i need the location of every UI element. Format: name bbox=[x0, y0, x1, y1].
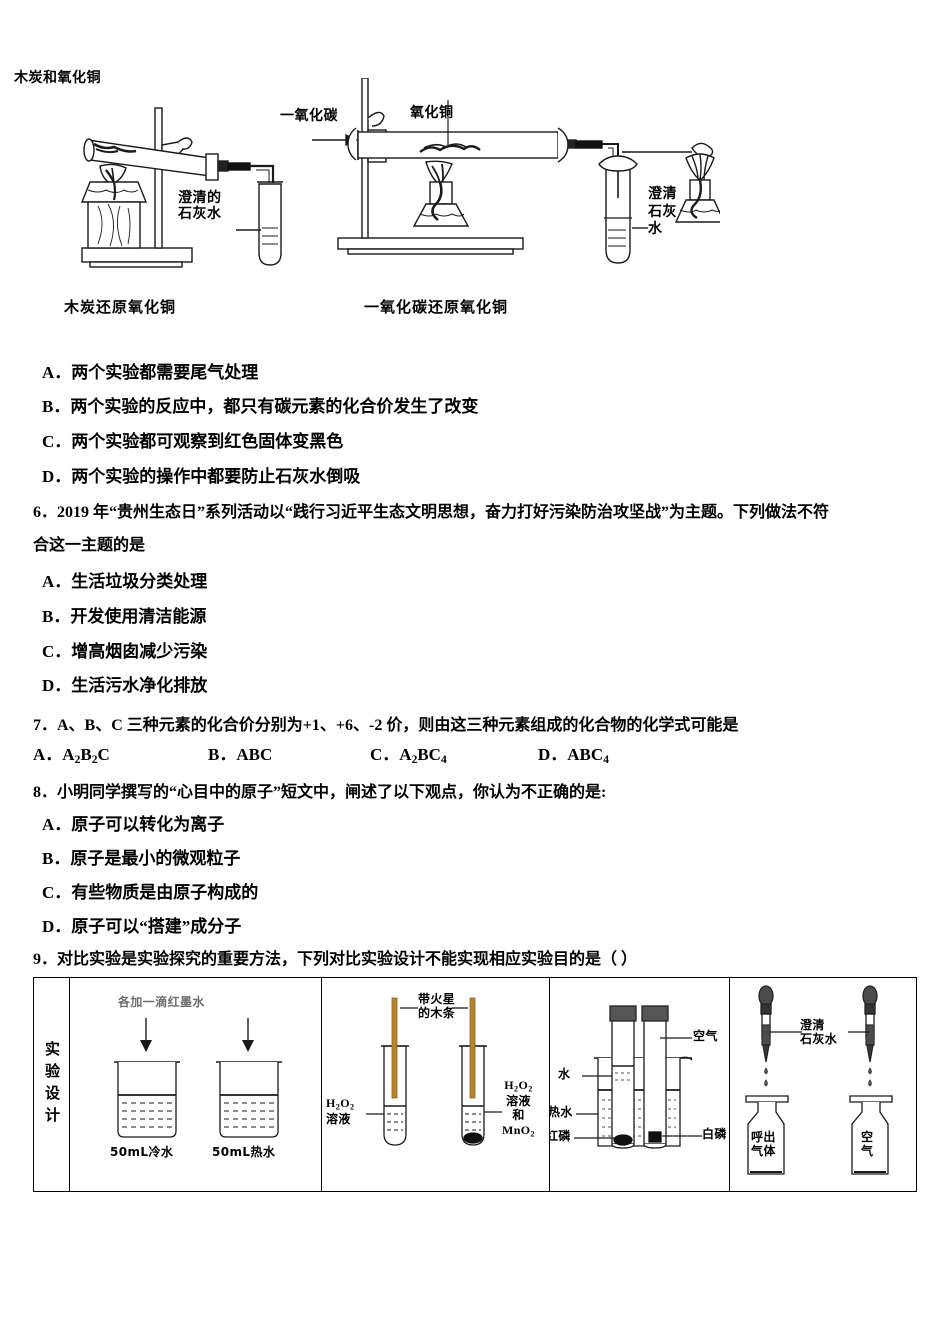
q8-option-a-letter: A． bbox=[42, 815, 72, 834]
q5-option-c-text: 两个实验都可观察到红色固体变黑色 bbox=[71, 432, 344, 451]
beakers-left-caption: 50mL冷水 bbox=[110, 1145, 174, 1159]
q7-option-c-formula: A2BC4 bbox=[399, 745, 447, 767]
air-label: 空气 bbox=[693, 1029, 718, 1043]
q8-option-c: C．有些物质是由原子构成的 bbox=[42, 878, 258, 903]
h2o2-tubes-drawing bbox=[366, 997, 502, 1146]
table-row-header: 实验设计 bbox=[34, 978, 70, 1191]
q6-stem-line2: 合这一主题的是 bbox=[33, 537, 146, 554]
q6-option-b: B．开发使用清洁能源 bbox=[42, 602, 206, 627]
h2o2-right-label: H2O2 溶液 和 MnO2 bbox=[502, 1078, 536, 1139]
q7-option-a-letter: A． bbox=[33, 745, 63, 764]
beakers-right-caption: 50mL热水 bbox=[212, 1145, 276, 1159]
q8-option-b: B．原子是最小的微观粒子 bbox=[42, 844, 240, 869]
apparatus-figures: 木炭和氧化铜 澄清的 石灰水 木炭还原氧化铜 bbox=[0, 70, 950, 328]
q7-option-b-letter: B． bbox=[208, 745, 237, 764]
q6-option-c-letter: C． bbox=[42, 642, 72, 661]
limewater-dropper-label: 澄清石灰水 bbox=[800, 1018, 838, 1047]
beakers-drawing bbox=[114, 1018, 282, 1138]
q7-option-d-formula: ABC4 bbox=[567, 745, 609, 767]
figure-left-limewater-label: 澄清的 石灰水 bbox=[178, 190, 222, 223]
q7-option-d-letter: D． bbox=[538, 745, 568, 764]
hot-water-label: 热水 bbox=[550, 1105, 573, 1119]
q6-option-c: C．增高烟囱减少污染 bbox=[42, 637, 207, 662]
q6-option-d: D．生活污水净化排放 bbox=[42, 671, 207, 696]
figure-right-solid-label: 氧化铜 bbox=[410, 105, 454, 121]
q7-option-a: A．A2B2C bbox=[33, 740, 110, 766]
q5-option-d-letter: D． bbox=[42, 467, 72, 486]
q8-option-d-text: 原子可以“搭建”成分子 bbox=[71, 917, 242, 936]
water-label: 水 bbox=[558, 1067, 571, 1081]
q7-option-b-formula: ABC bbox=[236, 745, 273, 764]
figure-charcoal-reduction: 木炭和氧化铜 澄清的 石灰水 木炭还原氧化铜 bbox=[14, 70, 320, 316]
q8-option-b-letter: B． bbox=[42, 849, 71, 868]
q6-stem-line1: 6．2019 年“贵州生态日”系列活动以“践行习近平生态文明思想，奋力打好污染防… bbox=[33, 504, 830, 521]
table-row-header-label: 实验设计 bbox=[43, 1040, 61, 1129]
q8-option-b-text: 原子是最小的微观粒子 bbox=[70, 849, 241, 868]
q6-option-a-text: 生活垃圾分类处理 bbox=[71, 572, 208, 591]
table-cell-beakers: 各加一滴红墨水 bbox=[70, 978, 322, 1191]
q6-option-b-letter: B． bbox=[42, 607, 71, 626]
figure-right-limewater-label: 澄清 石灰 水 bbox=[648, 186, 677, 237]
q5-option-d-text: 两个实验的操作中都要防止石灰水倒吸 bbox=[71, 467, 361, 486]
q6-option-d-text: 生活污水净化排放 bbox=[71, 676, 208, 695]
q7-option-b: B．ABC bbox=[208, 740, 272, 765]
co-apparatus-drawing bbox=[312, 78, 720, 264]
q5-option-c: C．两个实验都可观察到红色固体变黑色 bbox=[42, 427, 343, 452]
figure-right-gas-label: 一氧化碳 bbox=[280, 108, 338, 124]
q5-option-c-letter: C． bbox=[42, 432, 72, 451]
q8-stem: 8．小明同学撰写的“心目中的原子”短文中，闸述了以下观点，你认为不正确的是: bbox=[33, 784, 607, 801]
white-phosphorus-label: 白磷 bbox=[702, 1127, 727, 1141]
q5-option-b-letter: B． bbox=[42, 397, 71, 416]
q7-option-c: C．A2BC4 bbox=[370, 740, 447, 766]
figure-right-caption: 一氧化碳还原氧化铜 bbox=[364, 298, 509, 316]
q5-option-d: D．两个实验的操作中都要防止石灰水倒吸 bbox=[42, 462, 360, 487]
phosphorus-drawing bbox=[574, 1005, 702, 1149]
q7-stem: 7．A、B、C 三种元素的化合价分别为+1、+6、-2 价，则由这三种元素组成的… bbox=[33, 717, 739, 734]
q8-option-d: D．原子可以“搭建”成分子 bbox=[42, 912, 241, 937]
figure-left-top-label: 木炭和氧化铜 bbox=[14, 70, 101, 86]
q8-option-a-text: 原子可以转化为离子 bbox=[71, 815, 225, 834]
table-cell-phosphorus: 水 热水 红磷 空气 白磷 bbox=[550, 978, 730, 1191]
table-cell-gas-bottles: 澄清石灰水 呼出气体 空气 bbox=[730, 978, 916, 1191]
q5-option-b: B．两个实验的反应中，都只有碳元素的化合价发生了改变 bbox=[42, 392, 478, 417]
q5-option-b-text: 两个实验的反应中，都只有碳元素的化合价发生了改变 bbox=[70, 397, 479, 416]
air-bottle-label: 空气 bbox=[861, 1130, 874, 1159]
q6-option-a: A．生活垃圾分类处理 bbox=[42, 567, 207, 592]
q6-option-b-text: 开发使用清洁能源 bbox=[70, 607, 207, 626]
q7-option-a-formula: A2B2C bbox=[62, 745, 110, 767]
q5-option-a-letter: A． bbox=[42, 363, 72, 382]
q8-option-c-text: 有些物质是由原子构成的 bbox=[71, 883, 259, 902]
q8-option-a: A．原子可以转化为离子 bbox=[42, 810, 224, 835]
figure-left-caption: 木炭还原氧化铜 bbox=[64, 298, 177, 316]
q6-option-c-text: 增高烟囱减少污染 bbox=[71, 642, 208, 661]
comparison-table: 实验设计 各加一滴红墨水 bbox=[33, 977, 917, 1192]
q7-option-d: D．ABC4 bbox=[538, 740, 609, 766]
q5-option-a: A．两个实验都需要尾气处理 bbox=[42, 358, 258, 383]
beakers-top-label: 各加一滴红墨水 bbox=[118, 995, 205, 1009]
q8-option-c-letter: C． bbox=[42, 883, 72, 902]
q8-option-d-letter: D． bbox=[42, 917, 72, 936]
splint-label: 带火星的木条 bbox=[418, 992, 456, 1021]
figure-co-reduction: 一氧化碳 氧化铜 澄清 石灰 水 一氧化碳还原氧化铜 bbox=[280, 78, 720, 316]
gas-bottles-drawing bbox=[745, 985, 893, 1175]
q6-option-d-letter: D． bbox=[42, 676, 72, 695]
red-phosphorus-label: 红磷 bbox=[550, 1129, 571, 1143]
q7-option-c-letter: C． bbox=[370, 745, 400, 764]
q5-option-a-text: 两个实验都需要尾气处理 bbox=[71, 363, 259, 382]
q9-stem: 9．对比实验是实验探究的重要方法，下列对比实验设计不能实现相应实验目的是（ ） bbox=[33, 951, 638, 968]
q6-option-a-letter: A． bbox=[42, 572, 72, 591]
exhaled-gas-bottle-label: 呼出气体 bbox=[751, 1130, 776, 1159]
charcoal-apparatus-drawing bbox=[80, 107, 283, 268]
